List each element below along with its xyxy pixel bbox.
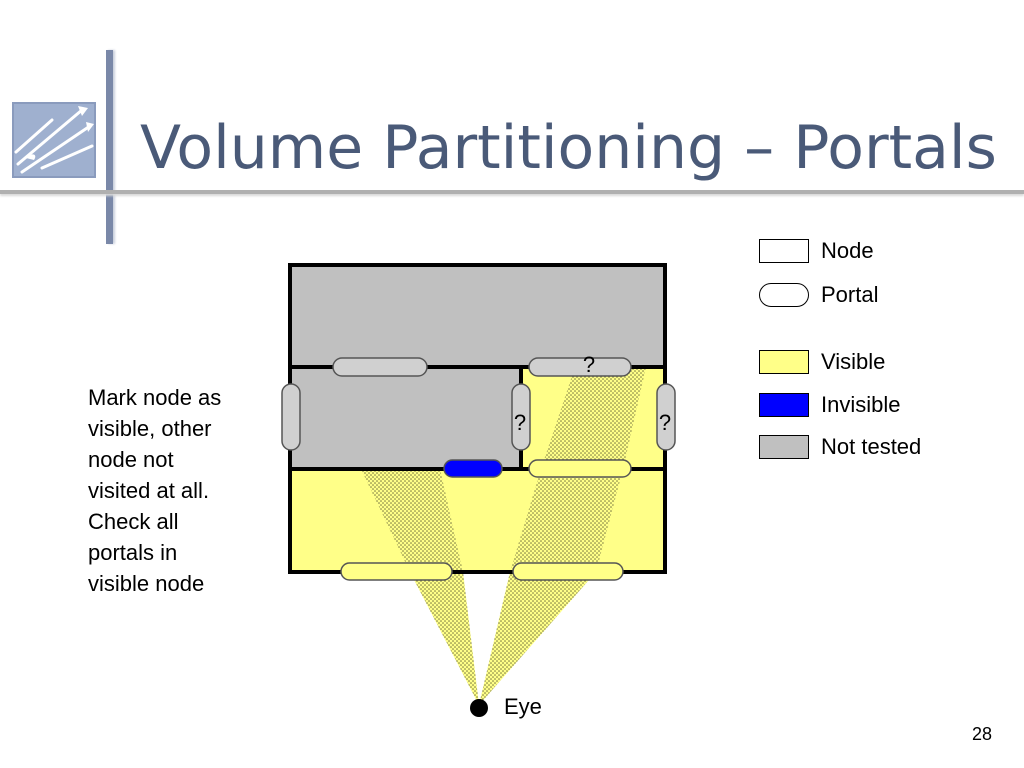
legend-label: Invisible: [821, 392, 901, 417]
description-text: Mark node as visible, other node not vis…: [88, 382, 258, 599]
legend-portal-swatch: [759, 283, 809, 307]
view-cone-left: [361, 469, 479, 705]
question-mark: ?: [583, 352, 595, 377]
view-cone-right: [479, 367, 646, 705]
slide-title: Volume Partitioning – Portals: [140, 113, 997, 183]
portal-top-right: [528, 357, 632, 377]
description-line: visited at all.: [88, 478, 210, 503]
legend-label: Visible: [821, 349, 886, 374]
description-line: portals in: [88, 540, 178, 565]
legend-invisible-swatch: [759, 393, 809, 417]
portal-right: [656, 383, 676, 451]
legend-not-tested-swatch: [759, 435, 809, 459]
node-middle-right: [521, 367, 665, 469]
portal-bottom-right: [512, 562, 624, 581]
eye-label: Eye: [504, 694, 542, 719]
page-number: 28: [971, 724, 992, 744]
legend-visible-swatch: [759, 350, 809, 374]
description-line: node not: [88, 447, 174, 472]
legend-label: Not tested: [821, 434, 922, 459]
portal-top-left: [332, 357, 428, 377]
portal-visible-middle: [528, 459, 632, 478]
eye-point: [470, 699, 488, 717]
portal-middle: [511, 383, 531, 451]
portal-left: [281, 383, 301, 451]
question-mark: ?: [659, 410, 671, 435]
title-accent-bar: [106, 50, 113, 244]
description-line: Check all: [88, 509, 179, 534]
node-top: [290, 265, 665, 367]
description-line: visible, other: [88, 416, 212, 441]
legend-label: Portal: [821, 282, 879, 307]
description-line: Mark node as: [88, 385, 222, 410]
description-line: visible node: [88, 571, 205, 596]
node-bottom: [290, 469, 665, 572]
portal-invisible: [443, 459, 503, 478]
title-divider: [0, 190, 1024, 194]
logo-icon: [12, 102, 96, 178]
question-mark: ?: [514, 410, 526, 435]
node-outline: [288, 263, 667, 574]
legend-node-swatch: [759, 239, 809, 263]
legend-label: Node: [821, 238, 874, 263]
portal-bottom-left: [340, 562, 453, 581]
node-middle-left: [290, 367, 521, 469]
